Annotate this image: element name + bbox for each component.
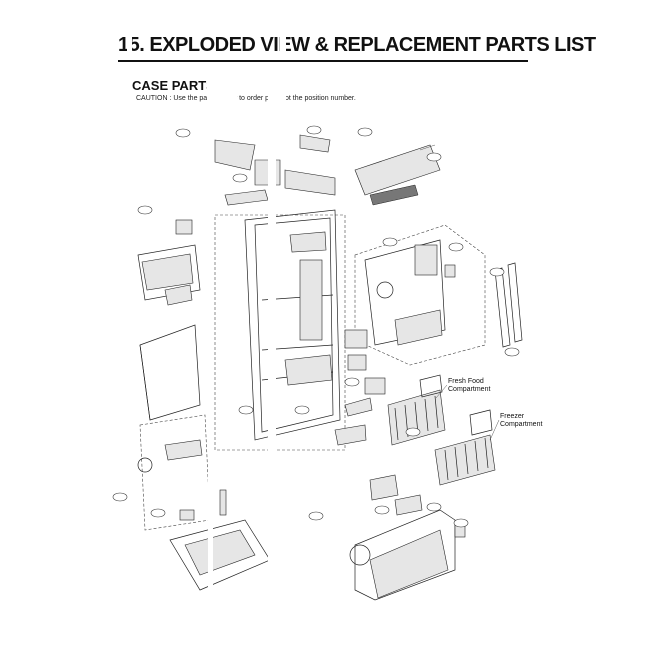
base-assembly (137, 457, 271, 591)
door-shelves (137, 219, 211, 531)
center-components (334, 329, 386, 446)
cabinet-body (214, 209, 346, 451)
freezer-evaporator (434, 409, 496, 486)
scan-seam (268, 120, 276, 620)
scan-seam (207, 75, 237, 105)
page-title: 15. EXPLODED VIEW & REPLACEMENT PARTS LI… (118, 34, 596, 56)
section-subtitle: CASE PARTS (132, 78, 215, 93)
fresh-food-evaporator (387, 374, 446, 446)
title-underline (118, 60, 528, 62)
machine-compartment (349, 474, 466, 601)
scan-seam (127, 30, 132, 60)
scan-seam (208, 120, 213, 620)
scan-seam (280, 30, 286, 60)
scan-seam (268, 92, 286, 102)
rear-panel-assembly (354, 224, 486, 366)
top-hinge-parts (214, 134, 336, 206)
air-duct-assembly (354, 144, 441, 206)
part-callouts (112, 125, 520, 528)
caution-note: CAUTION : Use the part number to order p… (136, 95, 356, 102)
